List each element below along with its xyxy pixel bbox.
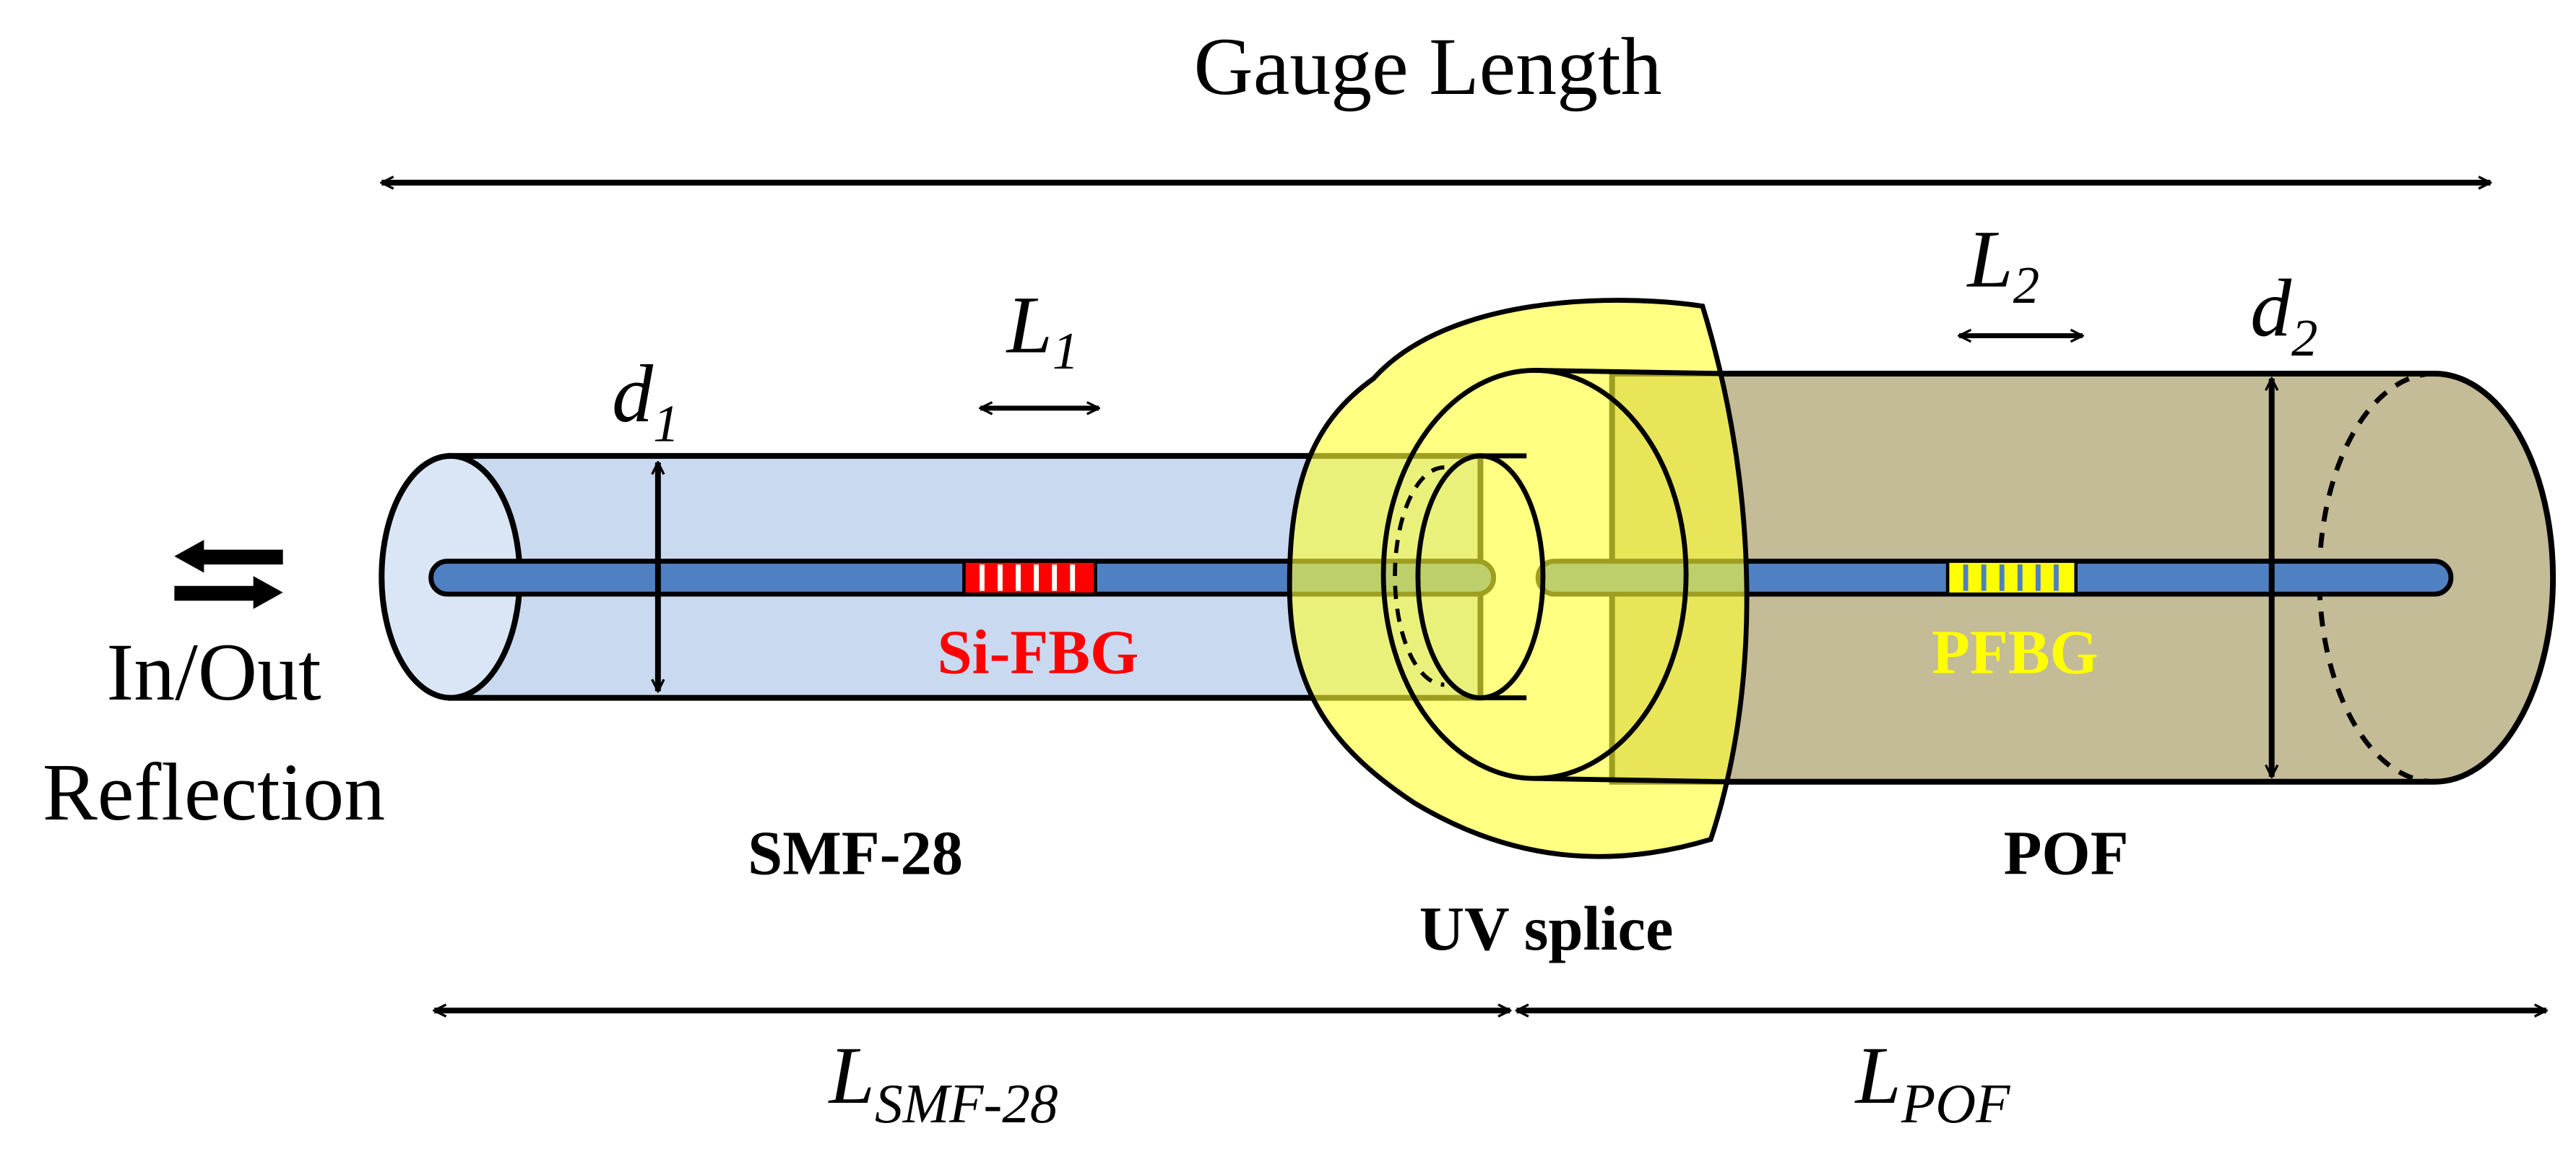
L2-label: L2: [1966, 213, 2039, 314]
pof-hidden-end: [2317, 371, 2435, 785]
pof-end-face-inside: [1380, 367, 1689, 781]
L1-label: L1: [1006, 279, 1079, 380]
reflection-label: Reflection: [43, 747, 385, 838]
d2-label: d2: [2250, 263, 2317, 367]
pof-label: POF: [2004, 818, 2129, 887]
gauge-length-title: Gauge Length: [1194, 21, 1662, 112]
d1-label: d1: [612, 348, 679, 452]
uv-splice-label: UV splice: [1419, 894, 1674, 963]
pfbg-grating: [1945, 559, 2078, 596]
smf-end-hidden: [1393, 465, 1445, 687]
L-smf28-label: LSMF-28: [828, 1030, 1058, 1135]
in-out-arrows-icon: [174, 539, 283, 609]
uv-splice-blob: [1287, 298, 1750, 859]
splice-interior: [1380, 367, 1728, 785]
L-pof-label: LPOF: [1854, 1030, 2010, 1135]
in-out-label: In/Out: [106, 627, 321, 718]
si-fbg-grating: [962, 559, 1097, 596]
si-fbg-label: Si-FBG: [937, 617, 1138, 687]
pfbg-label: PFBG: [1932, 617, 2099, 687]
smf28-label: SMF-28: [748, 818, 963, 887]
